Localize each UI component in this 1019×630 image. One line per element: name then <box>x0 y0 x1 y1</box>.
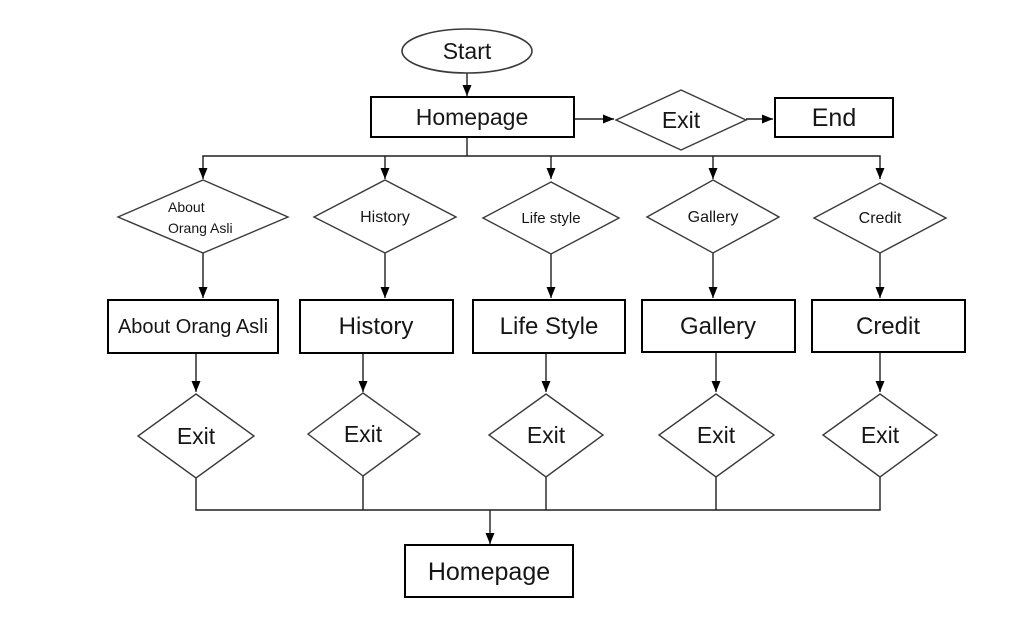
homepage-top-node: Homepage <box>370 96 575 138</box>
exit-history-label: Exit <box>344 421 383 447</box>
menu-lifestyle-node: Life style <box>481 181 621 255</box>
end-label: End <box>812 104 856 132</box>
page-history-node: History <box>299 299 454 354</box>
menu-lifestyle-diamond <box>481 181 621 255</box>
page-gallery-box <box>641 299 796 353</box>
start-ellipse <box>401 28 533 74</box>
page-history-label: History <box>339 313 414 340</box>
menu-history-label: History <box>360 209 410 226</box>
page-credit-label: Credit <box>856 313 920 340</box>
page-lifestyle-box <box>472 299 626 354</box>
page-about-node: About Orang Asli <box>107 299 279 354</box>
start-label: Start <box>443 38 492 64</box>
menu-credit-diamond <box>812 182 948 254</box>
menu-gallery-node: Gallery <box>645 179 781 254</box>
page-history-box <box>299 299 454 354</box>
homepage-bottom-node: Homepage <box>404 544 574 598</box>
exit-decision-node: Exit <box>614 89 748 151</box>
menu-history-diamond <box>312 179 458 254</box>
menu-credit-label: Credit <box>859 210 902 227</box>
exit-about-label: Exit <box>177 423 216 449</box>
page-gallery-label: Gallery <box>680 313 756 340</box>
exit-history-diamond <box>306 392 422 477</box>
page-about-box <box>107 299 279 354</box>
exit-lifestyle-label: Exit <box>527 422 566 448</box>
menu-gallery-diamond <box>645 179 781 254</box>
exit-decision-diamond <box>614 89 748 151</box>
page-lifestyle-node: Life Style <box>472 299 626 354</box>
menu-about-diamond <box>116 179 290 254</box>
page-credit-node: Credit <box>811 299 966 353</box>
connectors <box>191 73 885 544</box>
page-credit-box <box>811 299 966 353</box>
menu-about-label-line1: About <box>168 199 205 215</box>
exit-lifestyle-node: Exit <box>487 393 605 478</box>
exit-gallery-label: Exit <box>697 422 736 448</box>
start-node: Start <box>401 28 533 74</box>
exit-gallery-diamond <box>657 393 776 478</box>
menu-history-node: History <box>312 179 458 254</box>
homepage-top-label: Homepage <box>416 104 529 130</box>
exit-about-node: Exit <box>136 393 256 479</box>
page-gallery-node: Gallery <box>641 299 796 353</box>
page-lifestyle-label: Life Style <box>500 313 599 340</box>
exit-credit-node: Exit <box>821 393 939 478</box>
homepage-bottom-box <box>404 544 574 598</box>
menu-about-node: About Orang Asli <box>116 179 290 254</box>
exit-gallery-node: Exit <box>657 393 776 478</box>
page-about-label: About Orang Asli <box>118 316 268 338</box>
menu-gallery-label: Gallery <box>688 209 739 226</box>
exit-history-node: Exit <box>306 392 422 477</box>
menu-about-label-line2: Orang Asli <box>168 220 233 236</box>
exit-decision-label: Exit <box>662 107 701 133</box>
exit-credit-diamond <box>821 393 939 478</box>
exit-credit-label: Exit <box>861 422 900 448</box>
homepage-bottom-label: Homepage <box>428 558 550 586</box>
homepage-top-box <box>370 96 575 138</box>
end-node: End <box>774 97 894 138</box>
menu-lifestyle-label: Life style <box>521 210 580 227</box>
exit-lifestyle-diamond <box>487 393 605 478</box>
menu-credit-node: Credit <box>812 182 948 254</box>
end-box <box>774 97 894 138</box>
exit-about-diamond <box>136 393 256 479</box>
